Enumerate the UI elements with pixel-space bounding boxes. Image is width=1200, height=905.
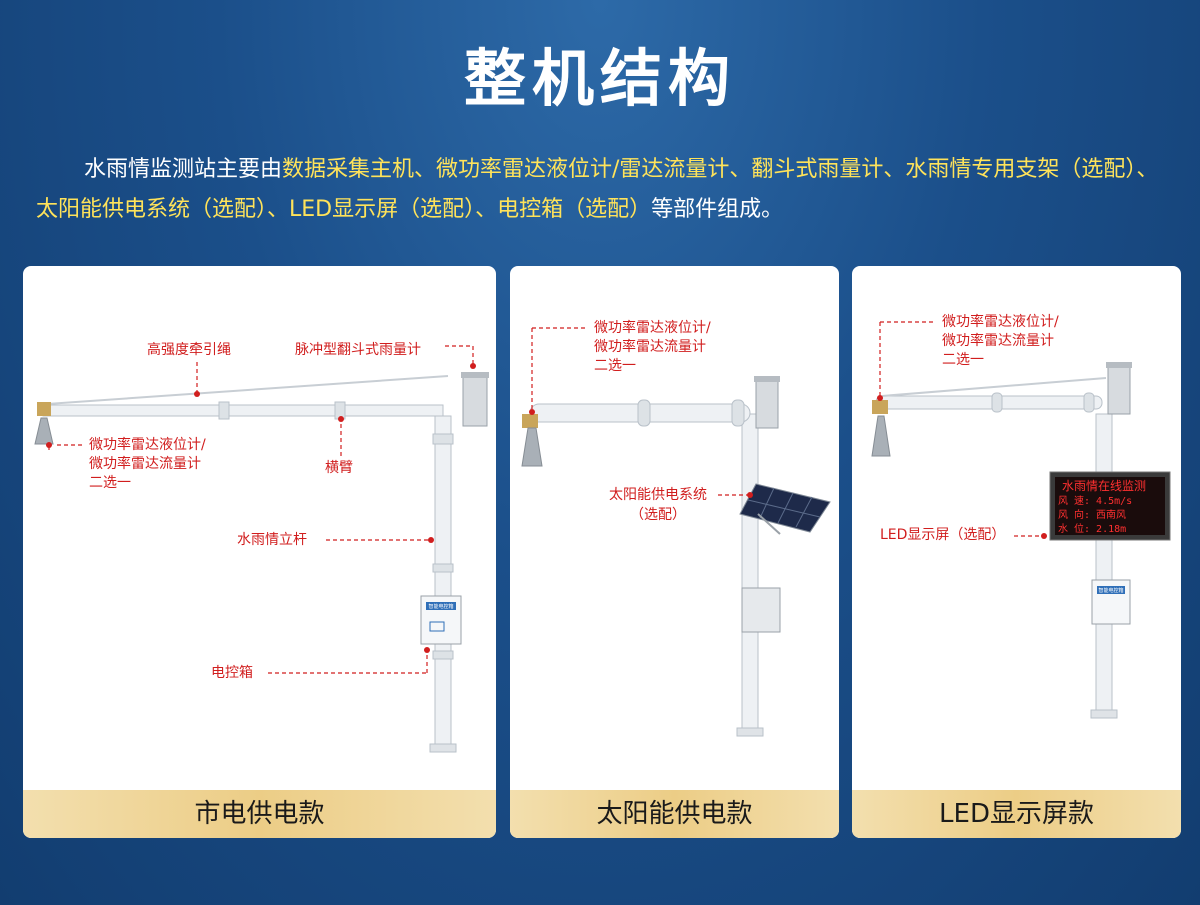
label-led-display: LED显示屏（选配） — [880, 527, 1006, 543]
card-solar-power: 微功率雷达液位计/ 微功率雷达流量计 二选一 太阳能供电系统 （选配） 太阳能供… — [510, 266, 839, 838]
label-solar-line-2: （选配） — [630, 507, 686, 523]
led-screen-line-1: 水雨情在线监测 — [1062, 479, 1146, 493]
label-cross-arm: 横臂 — [325, 460, 353, 476]
card-footer-led: LED显示屏款 — [852, 790, 1181, 838]
page-title: 整机结构 — [463, 42, 736, 115]
control-box-plate: 智能电控箱 — [1098, 587, 1123, 594]
led-station-illustration: 水雨情在线监测 风 速: 4.5m/s 风 向: 西南风 水 位: 2.18m … — [871, 321, 1171, 719]
led-screen-line-4: 水 位: 2.18m — [1058, 522, 1126, 535]
card-footer-solar: 太阳能供电款 — [510, 790, 839, 838]
card-led-display: 水雨情在线监测 风 速: 4.5m/s 风 向: 西南风 水 位: 2.18m … — [852, 266, 1181, 838]
label-radar-line-1: 微功率雷达液位计/ — [89, 437, 206, 453]
intro-paragraph: 水雨情监测站主要由数据采集主机、微功率雷达液位计/雷达流量计、翻斗式雨量计、水雨… — [36, 150, 1166, 230]
label-control-box: 电控箱 — [211, 665, 253, 681]
label-radar-line-1: 微功率雷达液位计/ — [942, 314, 1059, 330]
label-radar-line-3: 二选一 — [594, 358, 636, 374]
label-radar-line-3: 二选一 — [942, 352, 984, 368]
label-radar-line-1: 微功率雷达液位计/ — [594, 320, 711, 336]
label-radar-line-2: 微功率雷达流量计 — [942, 333, 1054, 349]
label-traction-rope: 高强度牵引绳 — [147, 342, 231, 358]
mains-station-illustration: 智能电控箱 — [34, 345, 489, 753]
card-footer-mains: 市电供电款 — [23, 790, 496, 838]
label-radar-line-3: 二选一 — [89, 475, 131, 491]
intro-parts: 数据采集主机、微功率雷达液位计/雷达流量计、翻斗式雨量计、水雨情专用支架（选配）… — [36, 157, 1159, 222]
intro-tail: 等部件组成。 — [651, 197, 784, 222]
card-mains-power: 智能电控箱 高强度牵引绳 脉冲型翻斗式雨量计 微功率雷达液位计/ 微功率雷达流量… — [23, 266, 496, 838]
label-pole: 水雨情立杆 — [237, 532, 307, 548]
led-screen-line-3: 风 向: 西南风 — [1058, 508, 1126, 521]
label-rain-gauge: 脉冲型翻斗式雨量计 — [295, 342, 421, 358]
label-radar-line-2: 微功率雷达流量计 — [89, 456, 201, 472]
label-radar-line-2: 微功率雷达流量计 — [594, 339, 706, 355]
solar-station-illustration — [521, 327, 831, 737]
label-solar-line-1: 太阳能供电系统 — [609, 487, 707, 503]
intro-lead: 水雨情监测站主要由 — [84, 157, 283, 182]
led-screen-line-2: 风 速: 4.5m/s — [1058, 495, 1132, 507]
control-box-plate: 智能电控箱 — [428, 603, 453, 610]
